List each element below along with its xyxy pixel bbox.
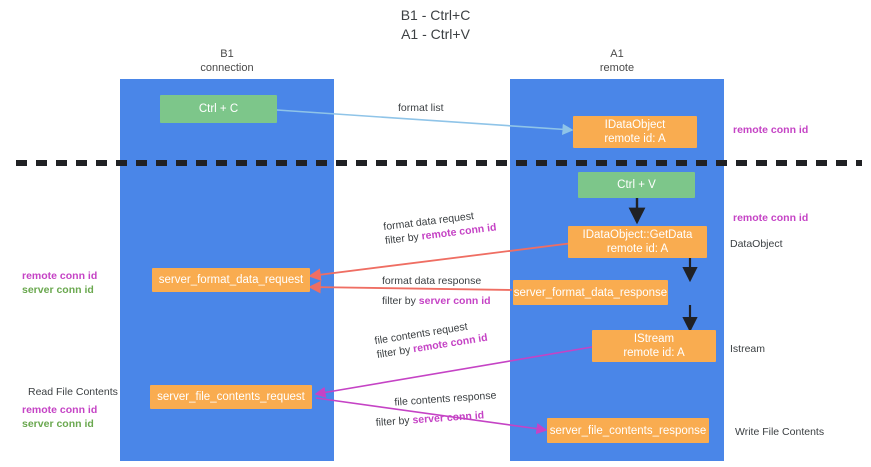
node-server-file-contents-response-label: server_file_contents_response: [549, 424, 707, 437]
node-idataobject-remote-id: remote id: A: [604, 133, 666, 145]
annotation-right-remote-conn-id-mid: remote conn id: [733, 212, 809, 224]
column-header-b1-name: B1: [220, 48, 234, 60]
annotation-left-remote-conn-id-mid: remote conn id: [22, 270, 98, 282]
edge-label-format-data-request-prefix: filter by: [384, 230, 423, 248]
edge-label-format-data-response-text: format data response: [382, 275, 482, 287]
node-istream[interactable]: IStream remote id: A: [592, 330, 716, 362]
node-idataobject[interactable]: IDataObject remote id: A: [573, 116, 697, 148]
page-title: B1 - Ctrl+C A1 - Ctrl+V: [0, 6, 871, 44]
column-header-a1: A1 remote: [510, 47, 724, 75]
annotation-left-remote-conn-id-bot: remote conn id: [22, 404, 98, 416]
node-ctrl-v[interactable]: Ctrl + V: [578, 172, 695, 198]
annotation-left-server-conn-id-bot: server conn id: [22, 418, 94, 430]
node-ctrl-v-label: Ctrl + V: [617, 179, 656, 191]
annotation-right-istream: Istream: [730, 343, 766, 355]
edge-label-format-data-response-prefix: filter by: [382, 295, 419, 307]
node-server-file-contents-request[interactable]: server_file_contents_request: [150, 385, 312, 409]
annotation-right-remote-conn-id-top: remote conn id: [733, 124, 809, 136]
column-header-b1: B1 connection: [120, 47, 334, 75]
node-server-format-data-response[interactable]: server_format_data_response: [513, 280, 668, 305]
annotation-right-write-file-contents: Write File Contents: [735, 426, 825, 438]
node-istream-remote-id: remote id: A: [623, 347, 685, 359]
node-server-file-contents-request-label: server_file_contents_request: [157, 391, 305, 403]
node-server-format-data-request-label: server_format_data_request: [158, 274, 304, 286]
edge-label-file-contents-response-text: file contents response: [394, 389, 497, 409]
node-server-file-contents-response[interactable]: server_file_contents_response: [547, 418, 709, 443]
node-idataobject-getdata[interactable]: IDataObject::GetData remote id: A: [568, 226, 707, 258]
node-idataobject-getdata-label: IDataObject::GetData: [582, 229, 693, 241]
edge-label-format-list: format list: [398, 101, 444, 115]
edge-label-file-contents-response: file contents response filter by server …: [374, 388, 498, 429]
node-idataobject-label: IDataObject: [604, 119, 666, 131]
edge-label-file-contents-request: file contents request filter by remote c…: [374, 317, 489, 362]
edge-label-file-contents-response-key: server conn id: [412, 409, 485, 427]
node-server-format-data-response-label: server_format_data_response: [513, 286, 668, 299]
edge-label-format-data-request: format data request filter by remote con…: [383, 207, 498, 248]
page-title-line1: B1 - Ctrl+C: [400, 7, 471, 23]
node-idataobject-getdata-remote-id: remote id: A: [606, 243, 669, 255]
node-server-format-data-request[interactable]: server_format_data_request: [152, 268, 310, 292]
node-ctrl-c-label: Ctrl + C: [198, 103, 239, 115]
edge-label-format-data-response: format data response filter by server co…: [382, 274, 491, 308]
edge-label-file-contents-response-prefix: filter by: [375, 414, 413, 429]
edge-label-format-data-response-key: server conn id: [418, 295, 491, 307]
page-title-line2: A1 - Ctrl+V: [401, 26, 470, 42]
column-header-a1-role: remote: [599, 62, 635, 74]
edge-label-format-list-text: format list: [398, 102, 444, 114]
node-istream-label: IStream: [633, 333, 675, 345]
annotation-left-server-conn-id-mid: server conn id: [22, 284, 94, 296]
node-ctrl-c[interactable]: Ctrl + C: [160, 95, 277, 123]
column-header-a1-name: A1: [610, 48, 624, 60]
annotation-left-read-file-contents: Read File Contents: [28, 386, 118, 398]
column-header-b1-role: connection: [200, 62, 254, 74]
annotation-right-dataobject: DataObject: [730, 238, 783, 250]
